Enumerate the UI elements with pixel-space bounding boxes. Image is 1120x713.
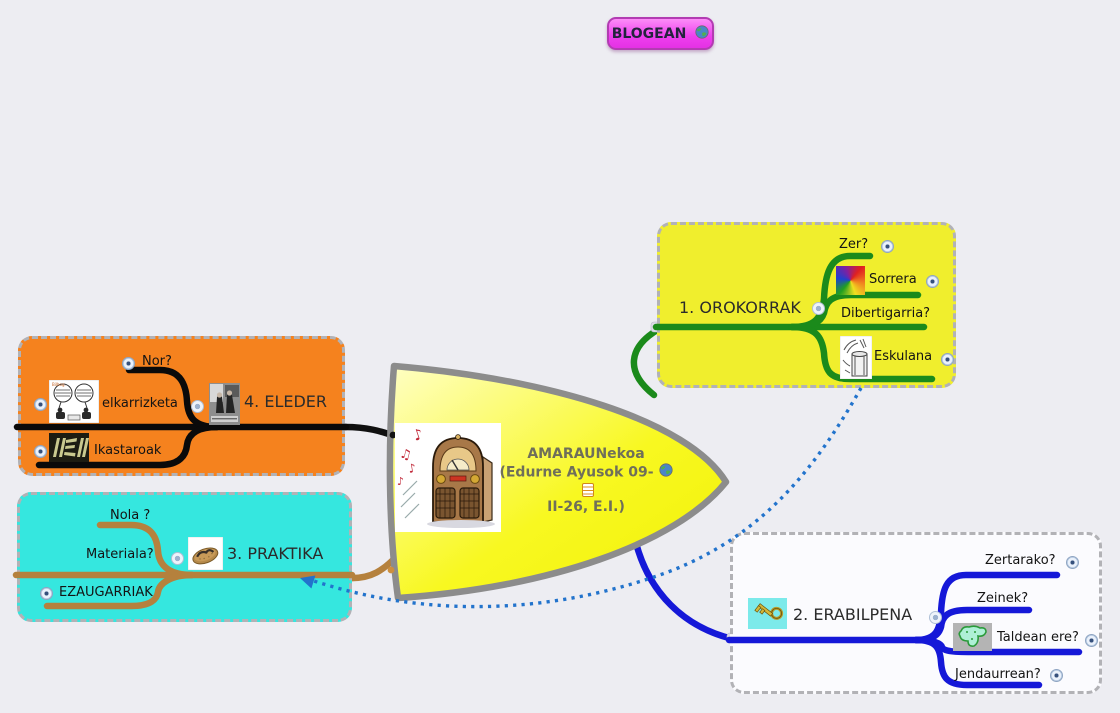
collapse-icon[interactable] xyxy=(929,611,942,624)
central-title-line1: AMARAUNekoa xyxy=(527,446,645,462)
connection-nub-praktika xyxy=(387,566,395,574)
map-image[interactable] xyxy=(953,623,992,651)
link-icon[interactable] xyxy=(926,275,939,288)
link-icon[interactable] xyxy=(122,357,135,370)
connector-praktika xyxy=(345,554,399,582)
branch-line-sorrera xyxy=(788,291,922,331)
connector-orokorrak xyxy=(630,325,663,399)
note-icon[interactable] xyxy=(581,483,594,497)
link-icon[interactable] xyxy=(881,240,894,253)
connector-erabilpena xyxy=(632,539,737,643)
topic-jendaurrean[interactable]: Jendaurrean? xyxy=(955,667,1041,682)
link-icon[interactable] xyxy=(34,445,47,458)
svg-text:♪: ♪ xyxy=(397,475,404,488)
link-icon[interactable] xyxy=(1085,634,1098,647)
boundary-praktika: Nola ? Materiala? EZAUGARRIAK 3. PRAKTIK… xyxy=(12,492,356,622)
link-icon[interactable] xyxy=(941,353,954,366)
branch-line-ezaugarriak xyxy=(43,571,196,610)
boundary-erabilpena: 2. ERABILPENA Zertarako? Zeinek? Taldean… xyxy=(725,532,1102,694)
link-icon[interactable] xyxy=(1050,669,1063,682)
key-image[interactable] xyxy=(748,598,787,629)
link-icon[interactable] xyxy=(40,587,53,600)
central-title-line3: II-26, E.I.) xyxy=(547,499,625,515)
rainbow-spiral-image[interactable] xyxy=(836,266,865,295)
globe-icon[interactable] xyxy=(658,463,673,482)
topic-materiala[interactable]: Materiala? xyxy=(86,547,154,562)
collapse-icon[interactable] xyxy=(191,400,204,413)
boundary-eleder: Nor? Bilbog. elkarrizketa xyxy=(13,336,350,476)
topic-zeinek[interactable]: Zeinek? xyxy=(977,591,1029,606)
link-icon[interactable] xyxy=(1066,556,1079,569)
eleder-branch-lines xyxy=(13,366,350,469)
handcraft-sketch-image[interactable] xyxy=(840,336,872,379)
blogean-node[interactable]: BLOGEAN xyxy=(607,17,714,50)
topic-zer[interactable]: Zer? xyxy=(839,237,869,252)
radio-image[interactable]: ♪ ♫ ♪ ♪ xyxy=(395,423,501,532)
collapse-icon[interactable] xyxy=(171,552,184,565)
topic-eleder[interactable]: 4. ELEDER xyxy=(244,392,328,411)
branch-line-jendaurrean xyxy=(912,636,1043,689)
branch-line-nor xyxy=(125,366,221,431)
topic-sorrera[interactable]: Sorrera xyxy=(869,272,917,287)
central-title-line2: (Edurne Ayusok 09- xyxy=(499,464,654,481)
globe-icon xyxy=(695,24,709,43)
topic-eskulana[interactable]: Eskulana xyxy=(874,349,933,364)
topic-praktika[interactable]: 3. PRAKTIKA xyxy=(227,544,324,563)
collapse-icon[interactable] xyxy=(812,302,825,315)
boundary-orokorrak: 1. OROKORRAK Zer? Sorrera Dibertigarria?… xyxy=(652,222,956,388)
topic-orokorrak[interactable]: 1. OROKORRAK xyxy=(679,298,801,317)
singers-photo-image[interactable] xyxy=(209,383,240,425)
topic-nor[interactable]: Nor? xyxy=(142,354,172,369)
topic-taldean[interactable]: Taldean ere? xyxy=(997,630,1079,645)
logo-image[interactable] xyxy=(49,433,89,462)
topic-nola[interactable]: Nola ? xyxy=(110,508,151,523)
praktika-branch-lines xyxy=(12,521,356,610)
topic-dibertigarria[interactable]: Dibertigarria? xyxy=(841,306,931,321)
branch-line-ikastaroak xyxy=(35,423,221,469)
topic-elkarrizketa[interactable]: elkarrizketa xyxy=(102,396,178,411)
central-topic[interactable]: AMARAUNekoa (Edurne Ayusok 09- II-26, E.… xyxy=(498,446,674,516)
svg-text:Bilbog.: Bilbog. xyxy=(52,382,66,387)
topic-zertarako[interactable]: Zertarako? xyxy=(985,553,1056,568)
topic-ezaugarriak[interactable]: EZAUGARRIAK xyxy=(59,585,153,600)
branch-line-nola xyxy=(96,521,196,579)
topic-erabilpena[interactable]: 2. ERABILPENA xyxy=(793,605,913,624)
link-icon[interactable] xyxy=(34,398,47,411)
erabilpena-branch-lines xyxy=(725,571,1083,689)
sandal-image[interactable] xyxy=(188,537,223,570)
topic-ikastaroak[interactable]: Ikastaroak xyxy=(94,443,162,458)
blogean-label: BLOGEAN xyxy=(611,25,687,42)
comic-dialogue-image[interactable]: Bilbog. xyxy=(49,380,99,423)
